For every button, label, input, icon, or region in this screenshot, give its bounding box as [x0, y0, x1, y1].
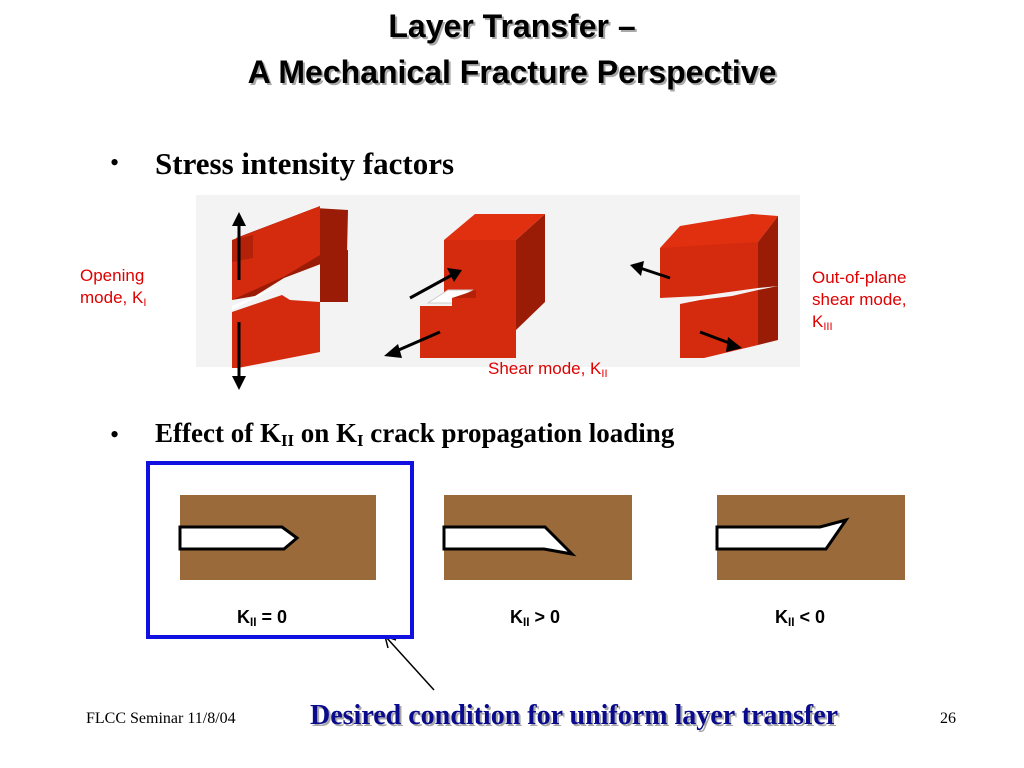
- desired-condition-highlight-box: [146, 461, 414, 639]
- opening-mode-k-subscript: I: [143, 296, 147, 309]
- bullet2-part-3: crack propagation loading: [363, 418, 675, 448]
- crack-case-label-1: KII = 0: [237, 607, 287, 629]
- bullet-marker: •: [110, 148, 120, 177]
- out-of-plane-k: K: [812, 312, 824, 331]
- case-2-relation: > 0: [529, 607, 561, 627]
- mode-iii-block: [660, 214, 778, 358]
- mode-iii-arrows: [630, 261, 742, 352]
- opening-mode-k: mode, K: [80, 288, 144, 307]
- bullet2-subscript-1: II: [280, 431, 294, 451]
- opening-mode-label-line-1: Opening: [80, 266, 145, 285]
- opening-mode-label-line-2: mode, KI: [80, 287, 146, 314]
- shear-mode-k: Shear mode, K: [488, 359, 602, 378]
- crack-panel-2: [442, 495, 632, 580]
- footer-page-number: 26: [940, 710, 956, 727]
- bullet-effect-kii: Effect of KII on KI crack propagation lo…: [155, 418, 674, 451]
- mode-ii-block: [420, 214, 545, 358]
- shear-mode-label: Shear mode, KII: [488, 358, 608, 385]
- slide-title-line-2: A Mechanical Fracture Perspective: [247, 54, 777, 90]
- slide-title-line-1: Layer Transfer –: [388, 8, 636, 44]
- bullet-marker-2: •: [110, 420, 120, 449]
- bullet2-part-2: on K: [293, 418, 358, 448]
- out-of-plane-label-line-1: Out-of-plane: [812, 268, 907, 287]
- case-1-relation: = 0: [256, 607, 288, 627]
- case-1-k: K: [237, 607, 250, 627]
- case-3-k: K: [775, 607, 788, 627]
- opening-mode-label: Opening mode, KI: [80, 265, 146, 314]
- crack-panel-3: [715, 495, 905, 580]
- shear-mode-k-subscript: II: [601, 367, 608, 380]
- crack-case-label-3: KII < 0: [775, 607, 825, 629]
- footer-seminar-date: FLCC Seminar 11/8/04: [86, 710, 236, 727]
- mode-i-block: [232, 206, 348, 368]
- crack-case-label-2: KII > 0: [510, 607, 560, 629]
- mode-i-arrows: [232, 212, 246, 390]
- bullet-stress-intensity: Stress intensity factors: [155, 146, 455, 181]
- bullet2-subscript-2: I: [357, 431, 364, 451]
- bullet2-part-1: Effect of K: [155, 418, 281, 448]
- case-2-subscript: II: [523, 615, 530, 629]
- crack-panel-1: [178, 495, 376, 580]
- out-of-plane-k-subscript: III: [823, 320, 833, 333]
- case-2-k: K: [510, 607, 523, 627]
- case-3-subscript: II: [788, 615, 795, 629]
- case-1-subscript: II: [250, 615, 257, 629]
- case-3-relation: < 0: [794, 607, 826, 627]
- desired-condition-callout: Desired condition for uniform layer tran…: [310, 700, 839, 731]
- out-of-plane-label-line-2: shear mode,: [812, 290, 907, 309]
- out-of-plane-label-line-3: KIII: [812, 311, 907, 338]
- mode-ii-arrows: [384, 268, 462, 358]
- out-of-plane-mode-label: Out-of-plane shear mode, KIII: [812, 267, 907, 338]
- callout-pointer: [383, 634, 435, 691]
